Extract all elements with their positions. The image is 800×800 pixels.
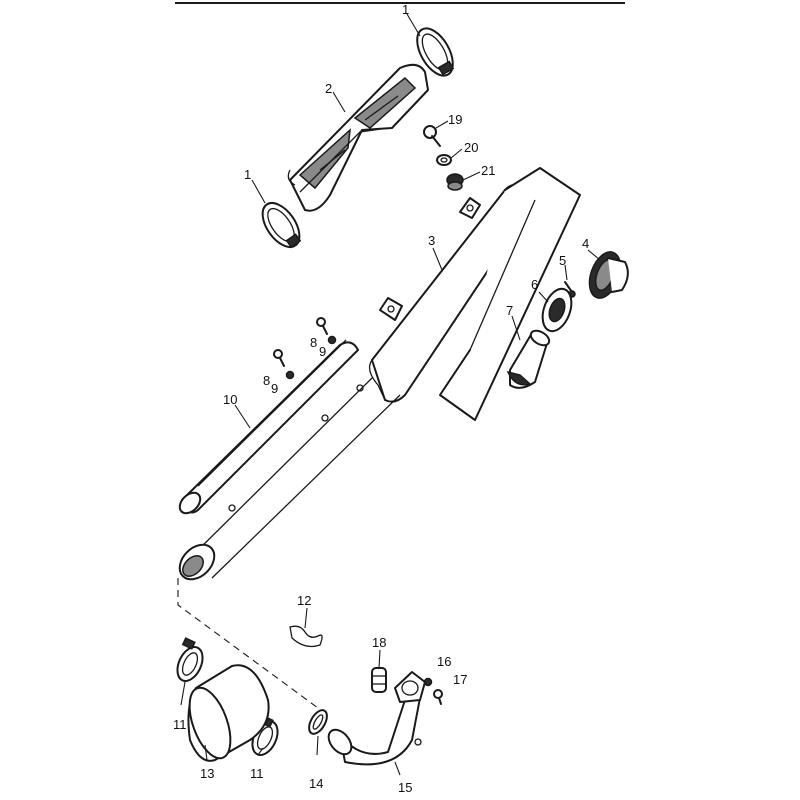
callout-3: 3 bbox=[428, 233, 435, 248]
callout-19: 19 bbox=[448, 112, 462, 127]
o-ring-14 bbox=[308, 709, 328, 735]
callout-9-a: 9 bbox=[271, 381, 278, 396]
bent-pipe-15 bbox=[327, 671, 426, 766]
bolt-17 bbox=[433, 689, 443, 705]
callout-5: 5 bbox=[559, 253, 566, 268]
washer-16 bbox=[423, 677, 433, 687]
leader-lines bbox=[180, 13, 601, 776]
callout-13: 13 bbox=[200, 766, 214, 781]
air-cleaner-housing bbox=[368, 167, 581, 421]
callout-17: 17 bbox=[453, 672, 467, 687]
hose-clamp-11-a bbox=[176, 637, 204, 682]
intake-tube bbox=[287, 63, 429, 212]
callout-21: 21 bbox=[481, 163, 495, 178]
callout-6: 6 bbox=[531, 277, 538, 292]
callout-2: 2 bbox=[325, 81, 332, 96]
callout-9-b: 9 bbox=[319, 344, 326, 359]
washer-20 bbox=[436, 154, 452, 166]
callout-20: 20 bbox=[464, 140, 478, 155]
callout-16: 16 bbox=[437, 654, 451, 669]
callout-18: 18 bbox=[372, 635, 386, 650]
screw-8-b bbox=[316, 317, 328, 335]
callout-7: 7 bbox=[506, 303, 513, 318]
gasket-plate-6 bbox=[541, 287, 573, 333]
callout-1-left: 1 bbox=[244, 167, 251, 182]
washer-9-a bbox=[285, 370, 295, 380]
callout-8-b: 8 bbox=[310, 335, 317, 350]
grommet-21 bbox=[446, 173, 464, 191]
callout-4: 4 bbox=[582, 236, 589, 251]
inner-tube-7 bbox=[506, 329, 551, 389]
main-duct bbox=[178, 377, 401, 581]
filter-sleeve-13 bbox=[187, 664, 270, 762]
callout-11-a: 11 bbox=[173, 717, 187, 732]
end-cap-4 bbox=[588, 251, 629, 299]
callout-12: 12 bbox=[297, 593, 311, 608]
connecting-tube-10 bbox=[178, 339, 359, 515]
callout-15: 15 bbox=[398, 780, 412, 795]
washer-9-b bbox=[327, 335, 337, 345]
callout-1-top: 1 bbox=[402, 2, 409, 17]
screw-8-a bbox=[273, 349, 285, 367]
assembly-centerline bbox=[177, 578, 319, 709]
bolt-19 bbox=[423, 125, 441, 147]
callout-labels: 1 2 1 19 20 21 3 4 5 6 7 8 9 8 9 10 12 1… bbox=[173, 2, 589, 795]
hose-clamp-top bbox=[416, 27, 455, 77]
callout-11-b: 11 bbox=[250, 766, 264, 781]
callout-14: 14 bbox=[309, 776, 323, 791]
callout-10: 10 bbox=[223, 392, 237, 407]
hose-clamp-left bbox=[261, 202, 302, 249]
collar-18 bbox=[371, 667, 387, 693]
spring-clip-12 bbox=[289, 625, 323, 648]
callout-8-a: 8 bbox=[263, 373, 270, 388]
